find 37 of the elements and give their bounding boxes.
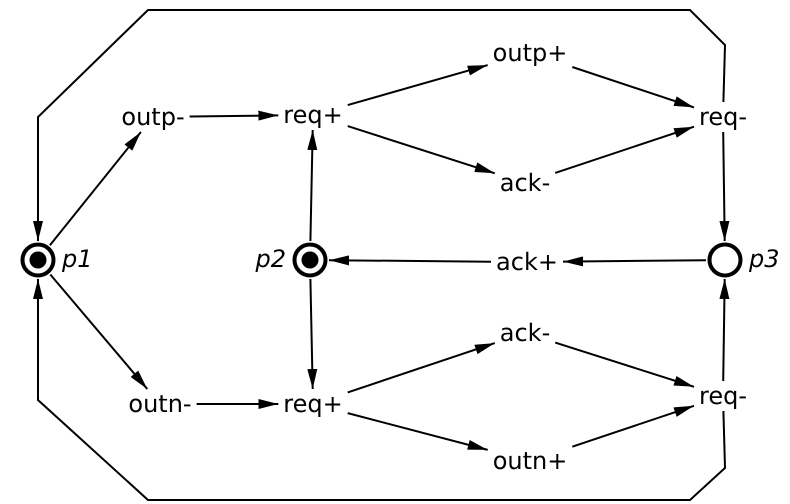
arrow (719, 278, 730, 382)
arrow (347, 342, 496, 394)
arrow (572, 66, 694, 108)
marked-place-circle (20, 242, 56, 278)
marked-place-circle (292, 242, 328, 278)
arrow (307, 278, 318, 390)
arrow (33, 9, 726, 241)
place-label: p3 (749, 247, 780, 271)
arrow (307, 130, 318, 242)
transition-label: ack- (494, 318, 556, 348)
transition-label: req+ (278, 100, 348, 130)
arrow (329, 255, 491, 266)
arrow (554, 126, 694, 174)
arrow (347, 125, 496, 174)
transition-label: ack+ (491, 247, 563, 277)
place-circle (707, 242, 743, 278)
arrow (554, 342, 694, 388)
arrow (347, 64, 488, 106)
transition-label: outp+ (488, 38, 572, 68)
arrow (719, 132, 730, 242)
transition-label: outp- (116, 102, 190, 132)
transition-label: req- (694, 102, 752, 132)
place-label: p1 (62, 247, 93, 271)
transition-label: outn+ (488, 446, 572, 476)
arrow (190, 110, 278, 121)
place-label: p2 (255, 247, 286, 271)
arrow (572, 404, 694, 448)
arrow (196, 399, 278, 409)
transition-label: req+ (278, 389, 348, 419)
arrow (347, 412, 488, 451)
arrow (49, 131, 142, 246)
transition-label: req- (694, 381, 752, 411)
arrow (33, 279, 726, 501)
arrow (50, 274, 148, 390)
transition-label: ack- (494, 168, 556, 198)
transition-label: outn- (123, 389, 197, 419)
arrow (563, 256, 706, 266)
